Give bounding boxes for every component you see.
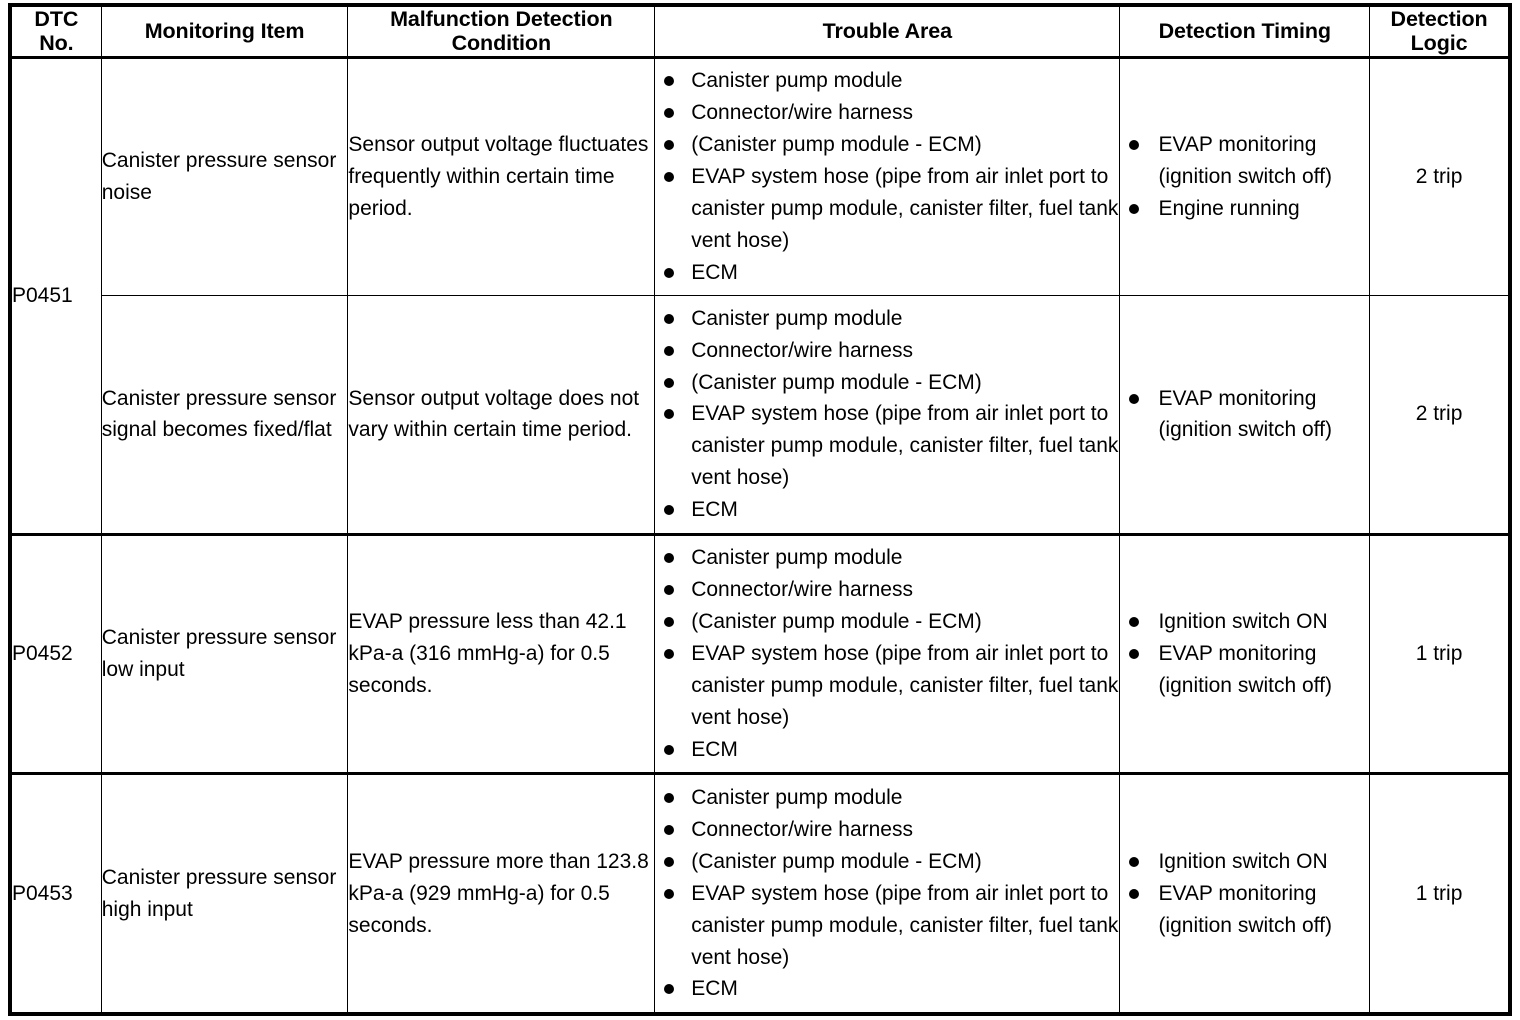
detection-timing-list: Ignition switch ON EVAP monitoring (igni… (1120, 606, 1369, 702)
header-condition-line1: Malfunction Detection (390, 7, 613, 31)
column-header-dtc-no: DTC No. (9, 4, 102, 58)
column-header-detection-logic: Detection Logic (1369, 4, 1511, 58)
list-item: Connector/wire harness (655, 97, 1119, 129)
cell-malfunction-condition: EVAP pressure less than 42.1 kPa-a (316 … (347, 532, 656, 775)
cell-monitoring-item: Canister pressure sensor signal becomes … (100, 295, 349, 535)
list-item: EVAP system hose (pipe from air inlet po… (655, 398, 1119, 494)
list-item: Canister pump module (655, 65, 1119, 97)
cell-detection-logic: 1 trip (1369, 772, 1511, 1015)
cell-trouble-area: Canister pump module Connector/wire harn… (654, 532, 1121, 775)
trouble-area-list: Canister pump module Connector/wire harn… (655, 782, 1119, 1005)
header-trouble-area-label: Trouble Area (822, 19, 953, 44)
list-item: EVAP system hose (pipe from air inlet po… (655, 638, 1119, 734)
cell-detection-logic: 1 trip (1369, 532, 1511, 775)
cell-detection-logic: 2 trip (1369, 55, 1511, 297)
header-condition-line2: Condition (451, 31, 552, 56)
cell-detection-timing: Ignition switch ON EVAP monitoring (igni… (1119, 772, 1371, 1015)
detection-timing-list: EVAP monitoring (ignition switch off) (1120, 383, 1369, 447)
cell-trouble-area: Canister pump module Connector/wire harn… (654, 772, 1121, 1015)
header-row: DTC No. Monitoring Item Malfunction Dete… (9, 4, 1511, 58)
list-item: ECM (655, 257, 1119, 289)
table-header: DTC No. Monitoring Item Malfunction Dete… (9, 4, 1511, 58)
list-item: Connector/wire harness (655, 335, 1119, 367)
list-item: Engine running (1120, 193, 1369, 225)
cell-trouble-area: Canister pump module Connector/wire harn… (654, 295, 1121, 535)
cell-monitoring-item: Canister pressure sensor noise (100, 55, 349, 297)
list-item: Canister pump module (655, 782, 1119, 814)
list-item: Connector/wire harness (655, 574, 1119, 606)
table-row: Canister pressure sensor signal becomes … (10, 295, 1511, 535)
table-row: P0452 Canister pressure sensor low input… (9, 532, 1511, 775)
cell-detection-logic: 2 trip (1369, 295, 1511, 535)
cell-dtc-no: P0453 (9, 772, 102, 1015)
header-detection-timing-label: Detection Timing (1158, 19, 1332, 44)
list-item: ECM (655, 494, 1119, 526)
cell-detection-timing: EVAP monitoring (ignition switch off) (1119, 295, 1371, 535)
header-logic-line2: Logic (1410, 31, 1468, 56)
table-row: P0451 Canister pressure sensor noise Sen… (9, 55, 1511, 535)
list-item: ECM (655, 734, 1119, 766)
column-header-malfunction-detection-condition: Malfunction Detection Condition (347, 4, 656, 58)
list-item: Ignition switch ON (1120, 606, 1369, 638)
header-dtc-line2: No. (39, 31, 74, 56)
list-item: Ignition switch ON (1120, 846, 1369, 878)
list-item: EVAP monitoring (ignition switch off) (1120, 878, 1369, 942)
cell-dtc-no: P0451 (9, 55, 102, 535)
cell-malfunction-condition: Sensor output voltage fluctuates frequen… (347, 55, 656, 297)
cell-dtc-no: P0452 (9, 532, 102, 775)
header-dtc-line1: DTC (34, 7, 79, 31)
list-item: Connector/wire harness (655, 814, 1119, 846)
cell-malfunction-condition: Sensor output voltage does not vary with… (347, 295, 656, 535)
list-item: Canister pump module (655, 303, 1119, 335)
dtc-diagnostic-table: DTC No. Monitoring Item Malfunction Dete… (8, 3, 1512, 1016)
list-item: EVAP monitoring (ignition switch off) (1120, 638, 1369, 702)
cell-malfunction-condition: EVAP pressure more than 123.8 kPa-a (929… (347, 772, 656, 1015)
column-header-monitoring-item: Monitoring Item (100, 4, 349, 58)
table-row: P0453 Canister pressure sensor high inpu… (9, 772, 1511, 1015)
list-item: EVAP system hose (pipe from air inlet po… (655, 161, 1119, 257)
column-header-trouble-area: Trouble Area (654, 4, 1121, 58)
cell-monitoring-item: Canister pressure sensor low input (100, 532, 349, 775)
list-item: (Canister pump module - ECM) (655, 129, 1119, 161)
list-item: (Canister pump module - ECM) (655, 846, 1119, 878)
list-item: ECM (655, 973, 1119, 1005)
table-body: P0451 Canister pressure sensor noise Sen… (9, 55, 1511, 1015)
list-item: EVAP monitoring (ignition switch off) (1120, 383, 1369, 447)
column-header-detection-timing: Detection Timing (1119, 4, 1371, 58)
header-monitoring-item-label: Monitoring Item (144, 19, 305, 44)
header-logic-line1: Detection (1390, 7, 1488, 31)
list-item: EVAP system hose (pipe from air inlet po… (655, 878, 1119, 974)
list-item: Canister pump module (655, 542, 1119, 574)
list-item: EVAP monitoring (ignition switch off) (1120, 129, 1369, 193)
cell-trouble-area: Canister pump module Connector/wire harn… (654, 55, 1121, 297)
trouble-area-list: Canister pump module Connector/wire harn… (655, 65, 1119, 288)
detection-timing-list: Ignition switch ON EVAP monitoring (igni… (1120, 846, 1369, 942)
list-item: (Canister pump module - ECM) (655, 367, 1119, 399)
detection-timing-list: EVAP monitoring (ignition switch off) En… (1120, 129, 1369, 225)
trouble-area-list: Canister pump module Connector/wire harn… (655, 303, 1119, 526)
list-item: (Canister pump module - ECM) (655, 606, 1119, 638)
cell-monitoring-item: Canister pressure sensor high input (100, 772, 349, 1015)
cell-detection-timing: Ignition switch ON EVAP monitoring (igni… (1119, 532, 1371, 775)
cell-detection-timing: EVAP monitoring (ignition switch off) En… (1119, 55, 1371, 297)
trouble-area-list: Canister pump module Connector/wire harn… (655, 542, 1119, 765)
